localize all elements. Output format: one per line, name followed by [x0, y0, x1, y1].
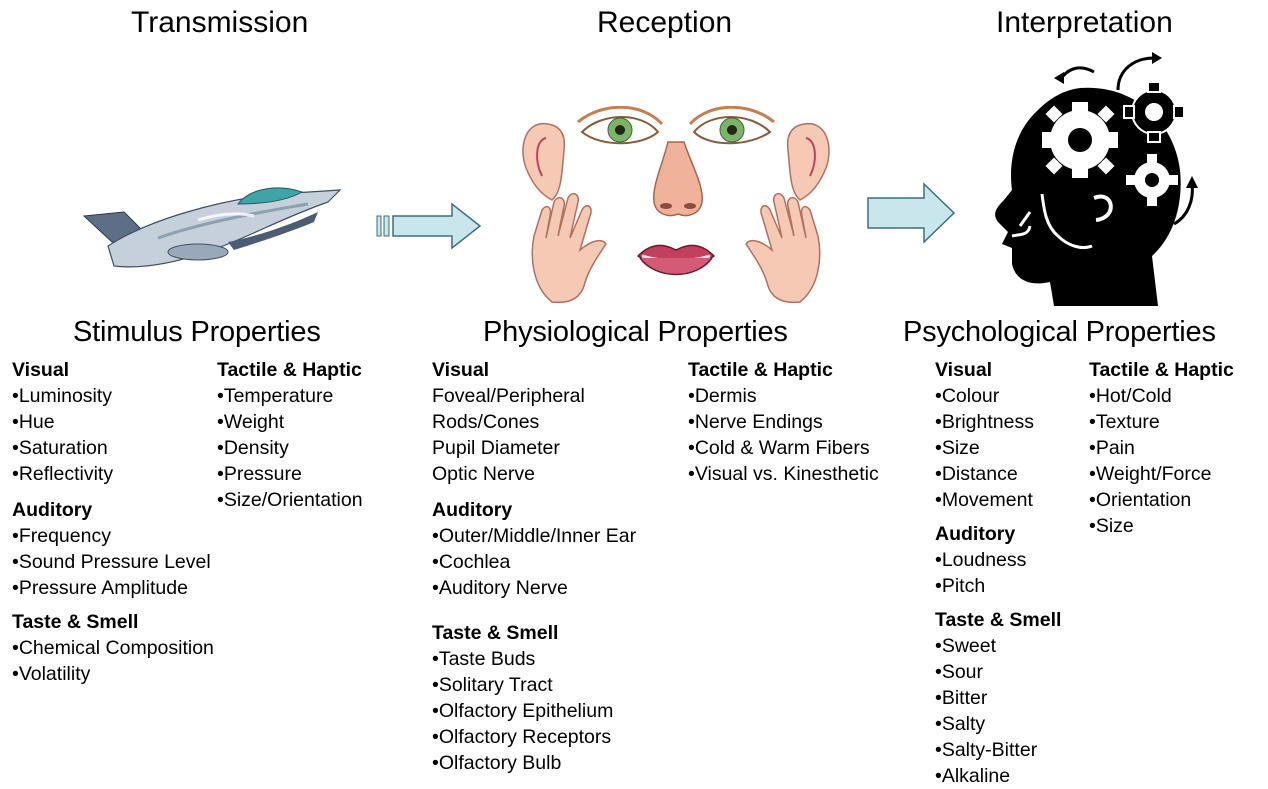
list-item: •Outer/Middle/Inner Ear	[432, 523, 636, 549]
list-item: •Alkaline	[935, 763, 1061, 789]
list-item: Pupil Diameter	[432, 435, 636, 461]
list-item: •Salty-Bitter	[935, 737, 1061, 763]
list-item: •Weight/Force	[1089, 461, 1234, 487]
stimulus-taste-smell-heading: Taste & Smell	[12, 609, 214, 635]
list-item: •Texture	[1089, 409, 1234, 435]
list-item: •Weight	[217, 409, 363, 435]
list-item: Rods/Cones	[432, 409, 636, 435]
physiological-auditory-heading: Auditory	[432, 497, 636, 523]
physiological-tactile-heading: Tactile & Haptic	[688, 357, 879, 383]
list-item: •Olfactory Receptors	[432, 724, 636, 750]
physiological-visual-heading: Visual	[432, 357, 636, 383]
transmission-arrow-icon	[376, 202, 486, 250]
list-item: •Cold & Warm Fibers	[688, 435, 879, 461]
list-item: •Chemical Composition	[12, 635, 214, 661]
list-item: •Salty	[935, 711, 1061, 737]
section-title-physiological: Physiological Properties	[483, 316, 788, 349]
psychological-visual-heading: Visual	[935, 357, 1061, 383]
list-item: •Cochlea	[432, 549, 636, 575]
psychological-taste-smell-heading: Taste & Smell	[935, 607, 1061, 633]
jet-plane-illustration	[78, 180, 346, 276]
stimulus-auditory-heading: Auditory	[12, 497, 214, 523]
list-item: •Brightness	[935, 409, 1061, 435]
list-item: •Saturation	[12, 435, 214, 461]
list-item: •Olfactory Bulb	[432, 750, 636, 776]
list-item: •Auditory Nerve	[432, 575, 636, 601]
list-item: •Density	[217, 435, 363, 461]
physiological-left-column: Visual Foveal/Peripheral Rods/Cones Pupi…	[432, 357, 636, 776]
list-item: •Pitch	[935, 573, 1061, 599]
list-item: •Distance	[935, 461, 1061, 487]
face-senses-illustration	[512, 106, 840, 306]
list-item: Foveal/Peripheral	[432, 383, 636, 409]
list-item: •Movement	[935, 487, 1061, 513]
list-item: •Orientation	[1089, 487, 1234, 513]
list-item: •Taste Buds	[432, 646, 636, 672]
stimulus-right-column: Tactile & Haptic •Temperature •Weight •D…	[217, 357, 363, 513]
thinking-head-gears-icon	[984, 50, 1206, 312]
psychological-right-column: Tactile & Haptic •Hot/Cold •Texture •Pai…	[1089, 357, 1234, 539]
section-title-psychological: Psychological Properties	[903, 316, 1216, 349]
list-item: •Olfactory Epithelium	[432, 698, 636, 724]
psychological-tactile-heading: Tactile & Haptic	[1089, 357, 1234, 383]
list-item: •Pain	[1089, 435, 1234, 461]
stimulus-tactile-heading: Tactile & Haptic	[217, 357, 363, 383]
stage-title-reception: Reception	[597, 6, 732, 40]
list-item: •Size	[1089, 513, 1234, 539]
physiological-taste-smell-heading: Taste & Smell	[432, 620, 636, 646]
list-item: •Size/Orientation	[217, 487, 363, 513]
list-item: •Loudness	[935, 547, 1061, 573]
list-item: •Colour	[935, 383, 1061, 409]
list-item: •Bitter	[935, 685, 1061, 711]
list-item: •Reflectivity	[12, 461, 214, 487]
stage-title-interpretation: Interpretation	[996, 6, 1173, 40]
list-item: •Sweet	[935, 633, 1061, 659]
list-item: •Frequency	[12, 523, 214, 549]
list-item: •Sour	[935, 659, 1061, 685]
list-item: •Temperature	[217, 383, 363, 409]
list-item: •Nerve Endings	[688, 409, 879, 435]
stimulus-visual-heading: Visual	[12, 357, 214, 383]
list-item: •Pressure	[217, 461, 363, 487]
psychological-auditory-heading: Auditory	[935, 521, 1061, 547]
list-item: •Hot/Cold	[1089, 383, 1234, 409]
list-item: •Hue	[12, 409, 214, 435]
stage-title-transmission: Transmission	[131, 6, 308, 40]
psychological-left-column: Visual •Colour •Brightness •Size •Distan…	[935, 357, 1061, 789]
list-item: •Solitary Tract	[432, 672, 636, 698]
list-item: •Pressure Amplitude	[12, 575, 214, 601]
list-item: •Dermis	[688, 383, 879, 409]
list-item: Optic Nerve	[432, 461, 636, 487]
list-item: •Volatility	[12, 661, 214, 687]
physiological-right-column: Tactile & Haptic •Dermis •Nerve Endings …	[688, 357, 879, 487]
list-item: •Sound Pressure Level	[12, 549, 214, 575]
stimulus-left-column: Visual •Luminosity •Hue •Saturation •Ref…	[12, 357, 214, 687]
list-item: •Luminosity	[12, 383, 214, 409]
section-title-stimulus: Stimulus Properties	[73, 316, 321, 349]
reception-arrow-icon	[866, 182, 958, 244]
list-item: •Size	[935, 435, 1061, 461]
list-item: •Visual vs. Kinesthetic	[688, 461, 879, 487]
